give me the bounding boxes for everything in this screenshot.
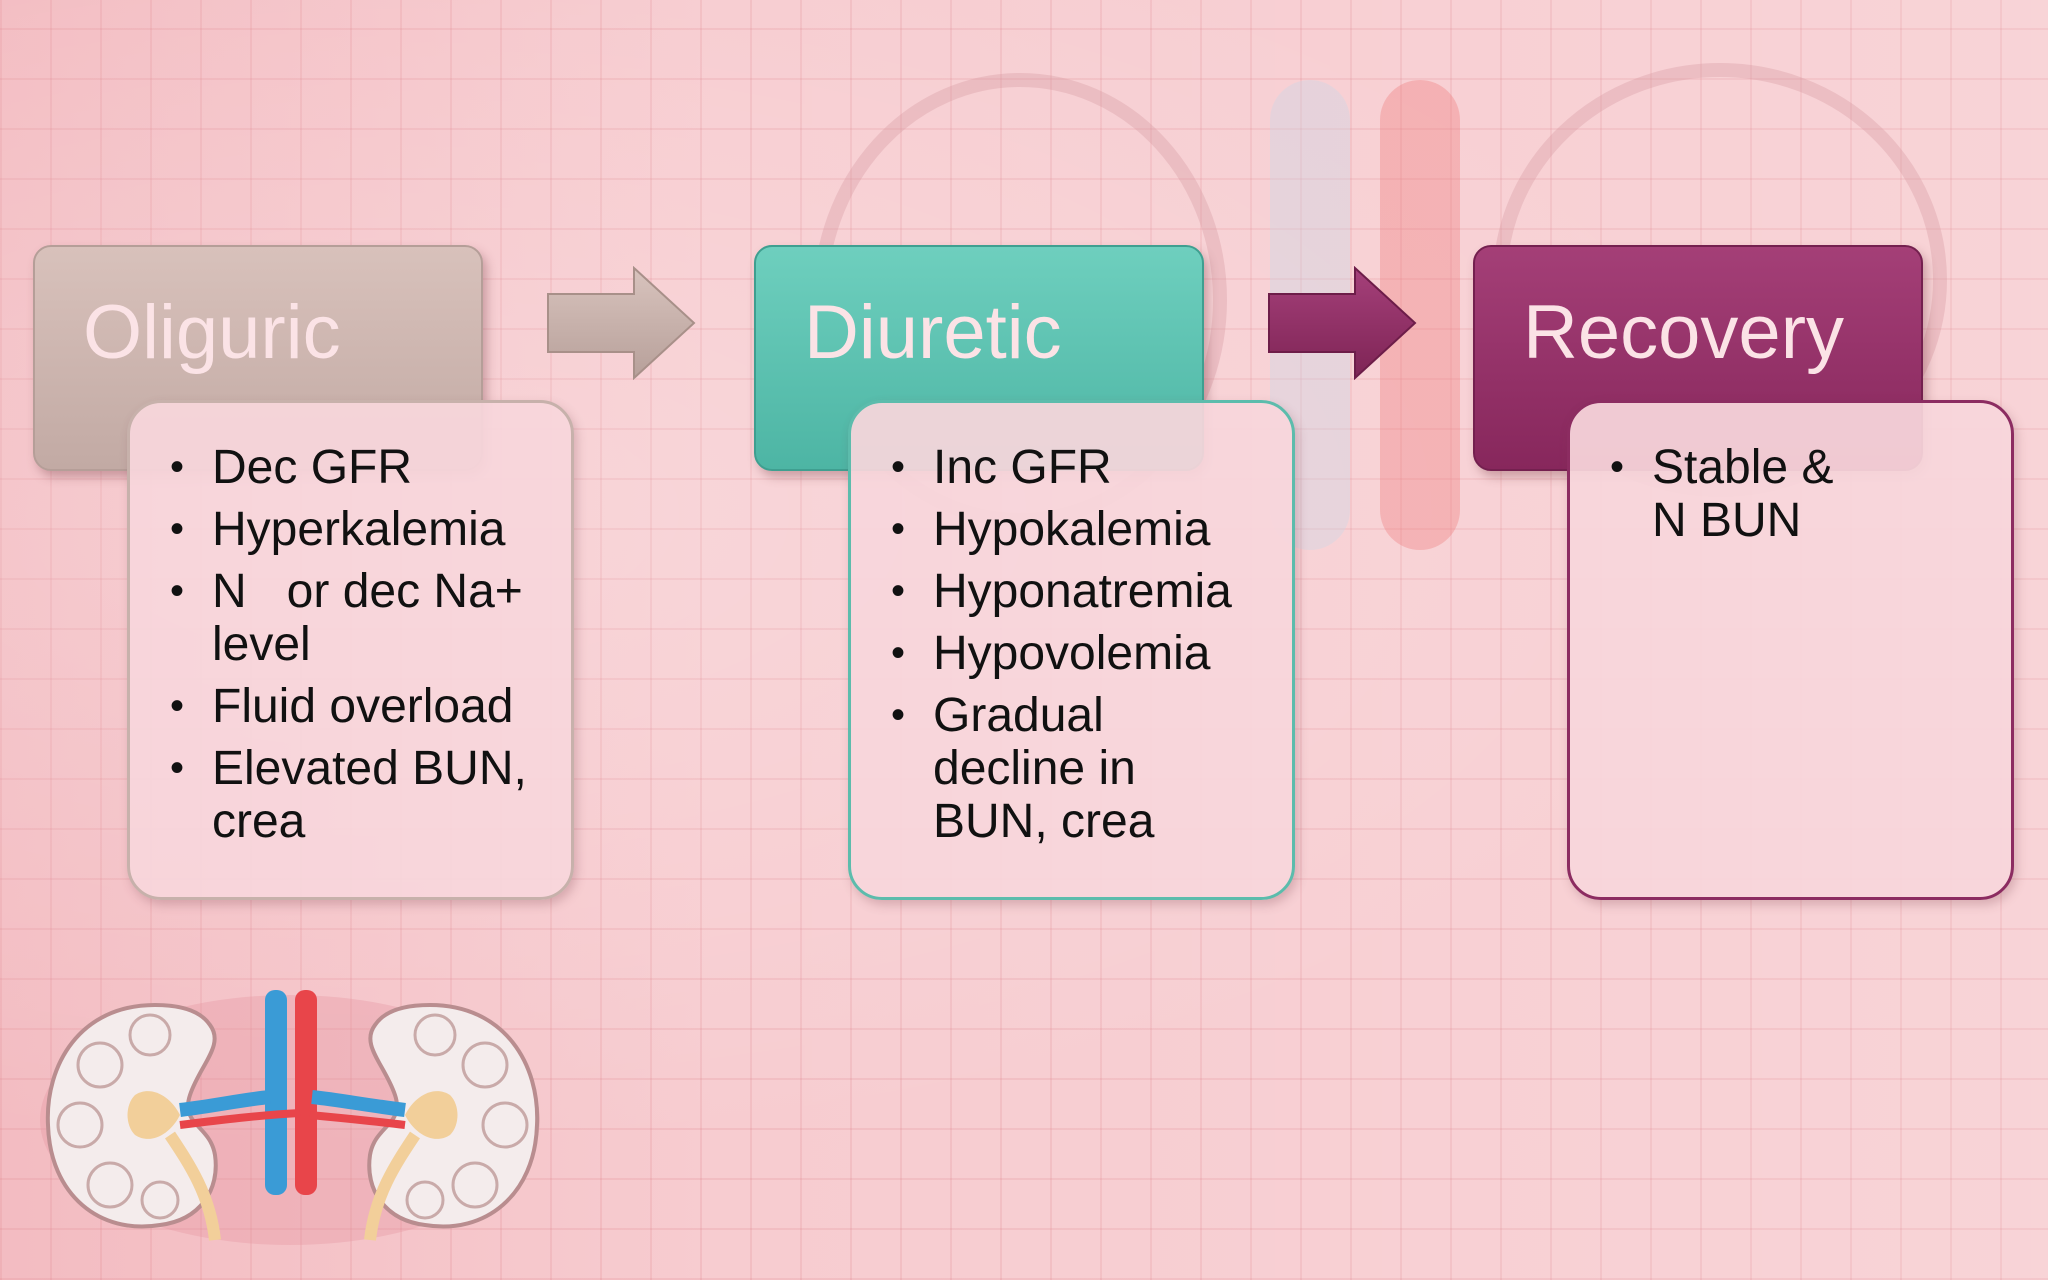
list-item: Fluid overload: [170, 680, 561, 733]
list-item: Elevated BUN, crea: [170, 742, 561, 848]
kidney-illustration: [40, 990, 540, 1245]
list-item: Hyperkalemia: [170, 503, 561, 556]
bullet-list: Stable & N BUN: [1570, 403, 2011, 547]
stage-card-oliguric: Dec GFR Hyperkalemia N or dec Na+ level …: [127, 400, 574, 900]
bullet-list: Inc GFR Hypokalemia Hyponatremia Hypovol…: [851, 403, 1292, 848]
list-item: Inc GFR: [891, 441, 1282, 494]
stage-title: Recovery: [1523, 290, 1844, 375]
stage-title: Oliguric: [83, 290, 341, 375]
bullet-list: Dec GFR Hyperkalemia N or dec Na+ level …: [130, 403, 571, 848]
list-item: Hypovolemia: [891, 627, 1282, 680]
arrow-right-icon: [1268, 266, 1417, 380]
stage-card-diuretic: Inc GFR Hypokalemia Hyponatremia Hypovol…: [848, 400, 1295, 900]
stage-title: Diuretic: [804, 290, 1062, 375]
stage-card-recovery: Stable & N BUN: [1567, 400, 2014, 900]
list-item: Stable & N BUN: [1610, 441, 2001, 547]
list-item: Hypokalemia: [891, 503, 1282, 556]
list-item: Gradual decline in BUN, crea: [891, 689, 1282, 848]
list-item: N or dec Na+ level: [170, 565, 561, 671]
list-item: Dec GFR: [170, 441, 561, 494]
arrow-right-icon: [547, 266, 696, 380]
list-item: Hyponatremia: [891, 565, 1282, 618]
